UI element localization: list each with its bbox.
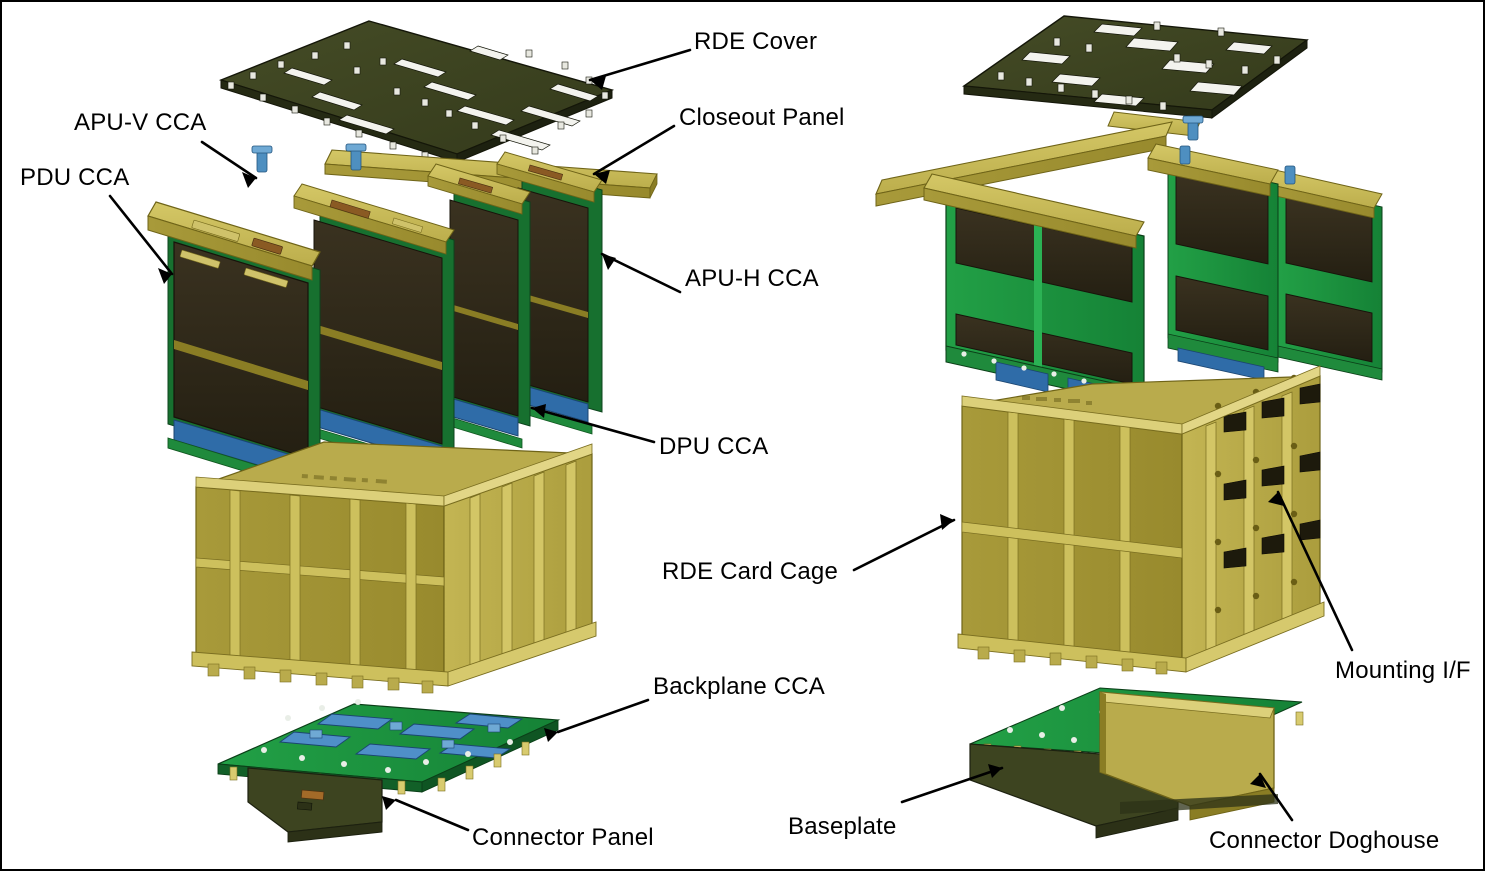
rde-card-cage-part xyxy=(191,441,597,694)
label-baseplate: Baseplate xyxy=(788,813,897,840)
cca-card-right-1 xyxy=(923,173,1145,409)
backplane-and-connector-panel xyxy=(217,699,561,843)
label-rde-cover: RDE Cover xyxy=(694,28,818,55)
label-connector-panel: Connector Panel xyxy=(472,824,654,851)
cca-card-right-2 xyxy=(1147,143,1279,381)
label-apu-h-cca: APU-H CCA xyxy=(685,265,819,292)
label-pdu-cca: PDU CCA xyxy=(20,164,130,191)
cca-card-3 xyxy=(427,163,531,449)
baseplate-and-doghouse xyxy=(969,687,1304,839)
left-exploded-view xyxy=(147,20,658,843)
cca-card-1-pdu xyxy=(147,201,321,493)
rde-cover-part xyxy=(218,20,615,163)
label-apu-v-cca: APU-V CCA xyxy=(74,109,207,136)
standoff-screws-right xyxy=(1179,115,1296,185)
cca-card-right-3 xyxy=(1257,167,1383,381)
label-closeout-panel: Closeout Panel xyxy=(679,104,845,131)
cca-card-2 xyxy=(293,183,455,477)
label-mounting-if: Mounting I/F xyxy=(1335,657,1471,684)
label-rde-card-cage: RDE Card Cage xyxy=(662,558,839,585)
rde-card-cage-right xyxy=(957,365,1325,675)
label-backplane-cca: Backplane CCA xyxy=(653,673,826,700)
label-connector-doghouse: Connector Doghouse xyxy=(1209,827,1440,854)
label-dpu-cca: DPU CCA xyxy=(659,433,769,460)
rde-cover-part-right xyxy=(962,15,1309,119)
right-exploded-view xyxy=(875,15,1383,839)
